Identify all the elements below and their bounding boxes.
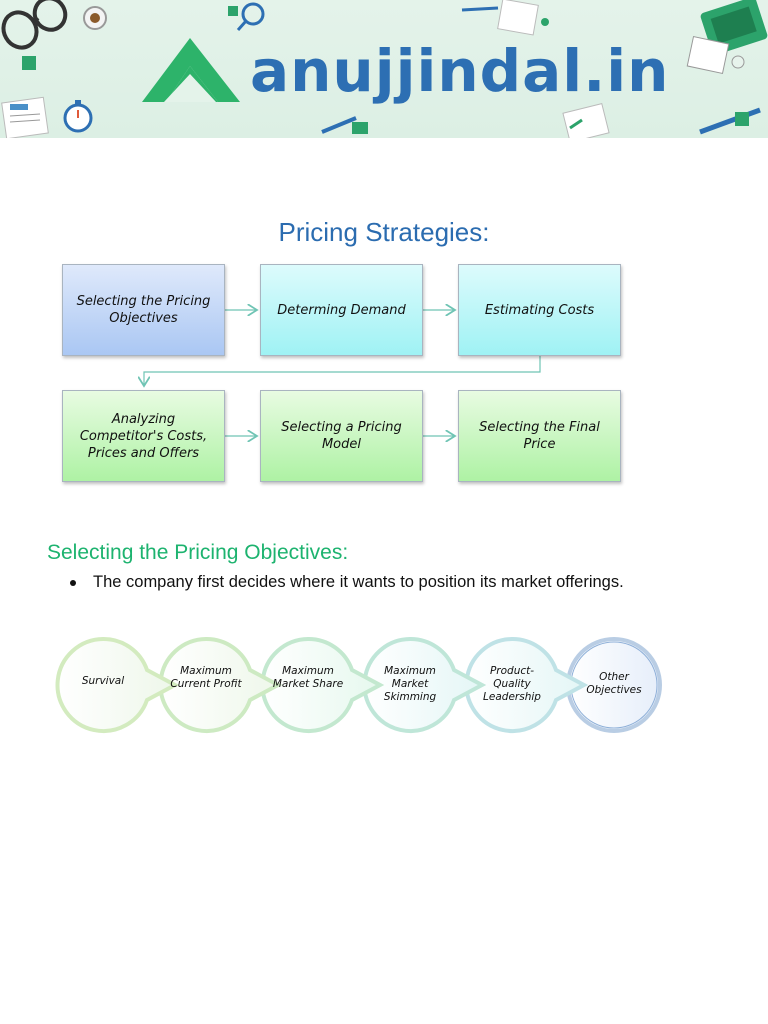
arrow-3-4 (144, 356, 541, 386)
flow-step-label: Determing Demand (277, 302, 406, 318)
flow-step-costs: Estimating Costs (458, 264, 621, 356)
logo-mark-icon (142, 38, 240, 102)
bullet-text: The company first decides where it wants… (93, 573, 624, 591)
laptop-icon (700, 0, 768, 55)
objective-label: Maximum Market Skimming (383, 665, 437, 703)
objective-label: Survival (81, 675, 125, 687)
flow-step-pricing-model: Selecting a Pricing Model (260, 390, 423, 482)
flow-step-competitors: Analyzing Competitor's Costs, Prices and… (62, 390, 225, 482)
objective-label: Other Objectives (586, 671, 642, 696)
flow-step-label: Analyzing Competitor's Costs, Prices and… (79, 411, 208, 461)
glasses-icon (1, 0, 68, 50)
objective-circle-1 (55, 636, 180, 733)
flow-step-label: Estimating Costs (484, 302, 595, 318)
paper-icon (562, 103, 610, 138)
flow-step-label: Selecting a Pricing Model (281, 420, 402, 452)
notebook-icon (686, 35, 745, 75)
section-title: Selecting the Pricing Objectives: (47, 541, 349, 564)
sticky-note-icon (22, 56, 36, 70)
flow-step-demand: Determing Demand (260, 264, 423, 356)
bullet-dot (70, 580, 76, 586)
objective-circle-4 (362, 636, 487, 733)
paper-notes-icon (1, 96, 49, 138)
header-banner: anujjindal.in (0, 0, 768, 138)
coffee-cup-icon (83, 6, 107, 30)
magnifier-icon (228, 2, 265, 31)
objective-label: Maximum Market Share (272, 665, 344, 690)
objective-circle-5 (464, 636, 589, 733)
document-icon (461, 0, 549, 36)
flow-step-label: Selecting the Pricing Objectives (76, 294, 211, 326)
objective-label: Maximum Current Profit (170, 665, 242, 690)
stopwatch-icon (63, 100, 93, 133)
brand-name: anujjindal.in (250, 37, 670, 105)
flow-step-label: Selecting the Final Price (479, 420, 600, 452)
pencil-icon (321, 116, 368, 134)
objective-label: Product-Quality Leadership (483, 665, 541, 703)
pen-icon (699, 107, 761, 135)
flow-step-final-price: Selecting the Final Price (458, 390, 621, 482)
banner-decorations (1, 0, 768, 138)
page-title: Pricing Strategies: (278, 217, 490, 247)
flow-step-pricing-objectives: Selecting the Pricing Objectives (62, 264, 225, 356)
objective-circle-2 (158, 636, 283, 733)
objective-circle-3 (260, 636, 385, 733)
